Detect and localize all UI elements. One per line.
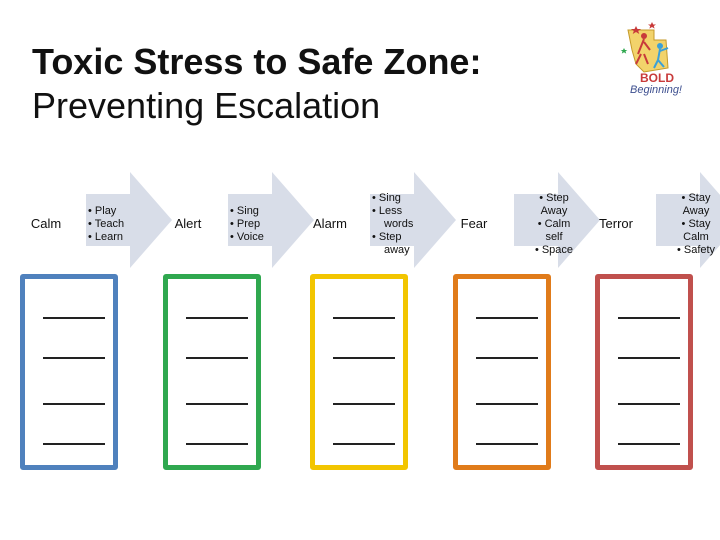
blank-write-line	[186, 443, 248, 445]
strategy-item: • Sing	[372, 191, 401, 204]
blank-write-line	[333, 317, 395, 319]
strategy-item: • Prep	[230, 217, 261, 230]
blank-write-line	[618, 357, 680, 359]
strategy-item: • Sing	[230, 204, 259, 217]
blank-write-line	[476, 357, 538, 359]
strategy-item: • Voice	[230, 230, 264, 243]
strategy-item: • Stay	[681, 217, 711, 230]
logo-text-beginning: Beginning!	[630, 84, 682, 96]
strategy-item: self	[545, 230, 563, 243]
blank-write-line	[186, 317, 248, 319]
blank-write-line	[186, 403, 248, 405]
stage-label: Alarm	[313, 216, 347, 231]
bold-beginning-logo	[620, 22, 669, 73]
stage-arrow-shape	[86, 172, 172, 268]
stage-arrow-shape	[656, 172, 720, 268]
blank-write-line	[476, 403, 538, 405]
strategy-item: Away	[682, 204, 710, 217]
blank-write-line	[333, 357, 395, 359]
stage-calm: Calm • Play• Teach• Learn	[22, 172, 172, 480]
stage-label: Terror	[599, 216, 633, 231]
stage-strategies: • Play• Teach• Learn	[88, 184, 164, 264]
blank-write-line	[43, 317, 105, 319]
stage-notes-box-alarm	[310, 274, 408, 470]
strategy-item: • Calm	[537, 217, 571, 230]
title-line-1: Toxic Stress to Safe Zone:	[32, 41, 482, 82]
blank-write-line	[476, 317, 538, 319]
stage-notes-box-fear	[453, 274, 551, 470]
strategy-item: Away	[540, 204, 568, 217]
blank-write-line	[333, 443, 395, 445]
blank-write-line	[43, 403, 105, 405]
blank-write-line	[186, 357, 248, 359]
blank-write-line	[43, 443, 105, 445]
strategy-item: words	[384, 217, 414, 230]
strategy-item: • Space	[534, 243, 574, 256]
stage-strategies: • Sing• Prep• Voice	[230, 184, 306, 264]
title-line-2: Preventing Escalation	[32, 85, 381, 126]
blank-write-line	[333, 403, 395, 405]
logo-text-bold: BOLD	[640, 71, 674, 85]
blank-write-line	[618, 403, 680, 405]
stage-label: Alert	[174, 216, 202, 231]
strategy-item: • Stay	[681, 191, 711, 204]
blank-write-line	[476, 443, 538, 445]
stage-arrow-shape	[228, 172, 314, 268]
slide-title: Toxic Stress to Safe Zone: Preventing Es…	[32, 40, 481, 128]
strategy-item: Calm	[683, 230, 709, 243]
stage-alert: Alert • Sing• Prep• Voice	[164, 172, 314, 480]
stage-notes-box-terror	[595, 274, 693, 470]
stage-arrow-shape	[514, 172, 600, 268]
blank-write-line	[618, 317, 680, 319]
strategy-item: • Step	[372, 230, 402, 243]
stage-arrow-shape	[370, 172, 456, 268]
strategy-item: • Teach	[88, 217, 125, 230]
strategy-item: • Play	[88, 204, 117, 217]
stage-label: Fear	[460, 216, 488, 231]
blank-write-line	[43, 357, 105, 359]
strategy-item: • Less	[372, 204, 403, 217]
strategy-item: • Step	[539, 191, 569, 204]
strategy-item: • Learn	[88, 230, 124, 243]
stage-notes-box-calm	[20, 274, 118, 470]
strategy-item: away	[384, 243, 410, 256]
stage-notes-box-alert	[163, 274, 261, 470]
stage-label: Calm	[30, 216, 62, 231]
blank-write-line	[618, 443, 680, 445]
strategy-item: • Safety	[676, 243, 716, 256]
